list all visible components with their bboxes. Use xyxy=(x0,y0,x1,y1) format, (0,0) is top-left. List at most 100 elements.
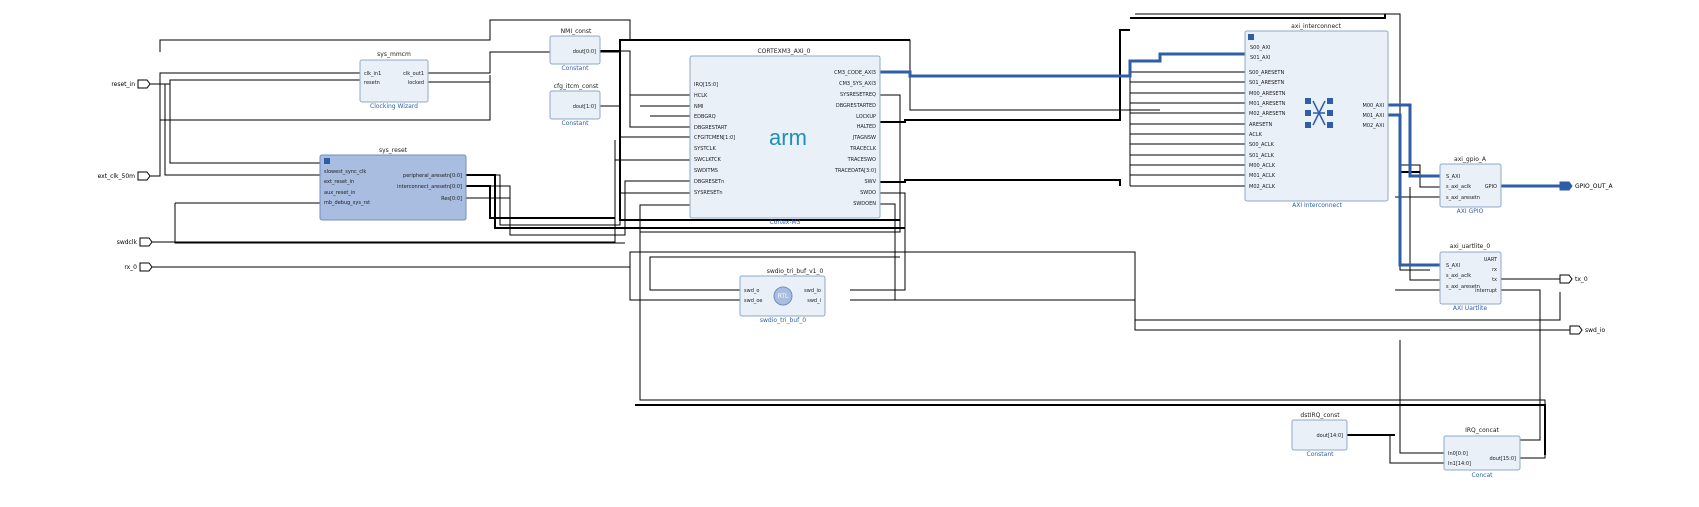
wire[interactable] xyxy=(170,19,1160,111)
rtl-label: RTL xyxy=(778,293,789,300)
pin-label: dout[0:0] xyxy=(573,49,596,55)
wire[interactable] xyxy=(1130,14,1386,19)
pin-label: SWV xyxy=(864,179,876,185)
pin-label: TRACEDATA[3:0] xyxy=(834,168,876,174)
pin-label: CM3_CODE_AXI3 xyxy=(834,70,876,76)
port-swdio[interactable]: swd_io xyxy=(1569,325,1606,335)
wire[interactable] xyxy=(850,299,1570,331)
pin-label: In0[0:0] xyxy=(1448,451,1468,457)
wire[interactable] xyxy=(145,79,360,85)
wire[interactable] xyxy=(164,84,320,176)
block-title: axi_gpio_A xyxy=(1454,156,1487,163)
pin-label: M01_AXI xyxy=(1363,113,1385,119)
wire[interactable] xyxy=(629,262,740,301)
block-irq-concat[interactable]: IRQ_concat In0[0:0] In1[14:0] dout[15:0]… xyxy=(1443,427,1521,479)
wire[interactable] xyxy=(649,256,900,291)
port-tx[interactable]: tx_0 xyxy=(1559,274,1588,284)
pin-label: swd_io xyxy=(804,288,821,294)
pin-label: DBGRESTART xyxy=(694,125,728,131)
block-axi-gpio[interactable]: axi_gpio_A S_AXI s_axi_aclk s_axi_areset… xyxy=(1439,156,1502,215)
port-swdclk[interactable]: swdclk xyxy=(117,237,153,247)
thick-wire-layer xyxy=(466,14,1546,455)
expand-icon[interactable] xyxy=(1248,34,1254,40)
wire[interactable] xyxy=(150,251,1561,321)
axi-bus[interactable] xyxy=(1388,113,1440,267)
pin-label: M02_AXI xyxy=(1363,123,1385,129)
pin-label: aux_reset_in xyxy=(324,190,355,196)
block-caption: Constant xyxy=(562,65,590,72)
wire[interactable] xyxy=(600,105,690,138)
wire-layer xyxy=(145,13,1570,464)
wire[interactable] xyxy=(169,84,320,164)
pin-label: rx xyxy=(1492,267,1497,273)
port-label: ext_clk_50m xyxy=(98,173,136,180)
wire[interactable] xyxy=(150,159,690,243)
pin-label: s_axi_aresetn xyxy=(1446,284,1480,290)
wire[interactable] xyxy=(1399,165,1430,271)
pin-label: EDBGRQ xyxy=(694,114,716,120)
axi-bus[interactable] xyxy=(880,52,1255,78)
wire[interactable] xyxy=(639,94,901,233)
port-label: reset_in xyxy=(111,81,135,88)
pin-label: SYSTCLK xyxy=(694,146,716,152)
block-title: axi_interconnect xyxy=(1291,23,1341,30)
wire[interactable] xyxy=(880,179,1121,186)
pin-label: s_axi_aclk xyxy=(1446,184,1471,190)
wire[interactable] xyxy=(1399,340,1444,454)
block-cfg-const[interactable]: cfg_itcm_const dout[1:0] Constant xyxy=(549,83,601,127)
port-reset-in[interactable]: reset_in xyxy=(111,79,151,89)
block-title: dstIRQ_const xyxy=(1300,412,1340,419)
block-swdio-buf[interactable]: swdio_tri_buf_v1_0 RTL swd_o swd_oe swd_… xyxy=(739,268,826,324)
wire[interactable] xyxy=(145,72,360,177)
block-axi-uartlite[interactable]: axi_uartlite_0 S_AXI s_axi_aclk s_axi_ar… xyxy=(1439,243,1502,312)
block-caption: Clocking Wizard xyxy=(370,103,418,110)
port-rx[interactable]: rx_0 xyxy=(124,262,153,272)
wire[interactable] xyxy=(466,174,905,229)
wire[interactable] xyxy=(850,192,906,291)
pin-label: dout[15:0] xyxy=(1490,456,1517,462)
axi-bus[interactable] xyxy=(1388,103,1440,178)
pin-label: SWDO xyxy=(860,190,876,196)
pin-label: M02_ACLK xyxy=(1249,184,1276,190)
pin-label: swd_o xyxy=(744,288,759,294)
block-caption: Cortex-M3 xyxy=(770,219,801,226)
wire[interactable] xyxy=(639,232,1546,459)
pin-label: M01_ARESETN xyxy=(1249,101,1286,107)
block-dirq-const[interactable]: dstIRQ_const dout[14:0] Constant xyxy=(1291,412,1348,458)
block-clk-wiz[interactable]: sys_mmcm clk_in1 resetn clk_out1 locked … xyxy=(359,51,429,110)
port-label: tx_0 xyxy=(1575,276,1588,283)
pin-label: S00_ACLK xyxy=(1249,142,1275,148)
block-nmi-const[interactable]: NMI_const dout[0:0] Constant xyxy=(549,28,601,72)
pin-label: s_axi_aclk xyxy=(1446,273,1471,279)
pin-label: dout[1:0] xyxy=(573,104,596,110)
wire[interactable] xyxy=(880,29,1130,123)
pin-label: M00_ARESETN xyxy=(1249,91,1286,97)
expand-icon[interactable] xyxy=(324,158,330,164)
port-ext-clk[interactable]: ext_clk_50m xyxy=(98,171,151,181)
pin-label: SWCLKTCK xyxy=(694,157,722,163)
wire[interactable] xyxy=(1409,187,1440,281)
wire[interactable] xyxy=(635,404,1546,455)
wire[interactable] xyxy=(619,39,910,52)
wire[interactable] xyxy=(160,75,491,121)
port-label: GPIO_OUT_A xyxy=(1575,183,1614,190)
rtl-icon xyxy=(773,286,793,306)
block-axi-interconnect[interactable]: axi_interconnect S00_AXI S01_AXI S00_ARE… xyxy=(1244,23,1389,209)
block-cortex-m3[interactable]: CORTEXM3_AXI_0 arm IRQ[15:0] HCLK NMI ED… xyxy=(689,48,881,226)
wire[interactable] xyxy=(466,185,615,219)
port-gpio-out[interactable]: GPIO_OUT_A xyxy=(1559,181,1614,191)
pin-label: tx xyxy=(1492,277,1497,283)
port-label: rx_0 xyxy=(124,264,137,271)
pin-label: SWDITMS xyxy=(694,168,718,174)
block-sys-reset[interactable]: sys_reset slowest_sync_clk ext_reset_in … xyxy=(319,147,467,221)
wire[interactable] xyxy=(1489,289,1541,460)
wire[interactable] xyxy=(629,95,690,128)
wire[interactable] xyxy=(466,180,690,236)
wire[interactable] xyxy=(1347,434,1444,464)
wire[interactable] xyxy=(174,203,625,244)
pin-label: S00_AXI xyxy=(1250,45,1270,51)
pin-label: S01_AXI xyxy=(1250,55,1270,61)
wire[interactable] xyxy=(159,39,170,52)
wire[interactable] xyxy=(600,50,690,96)
